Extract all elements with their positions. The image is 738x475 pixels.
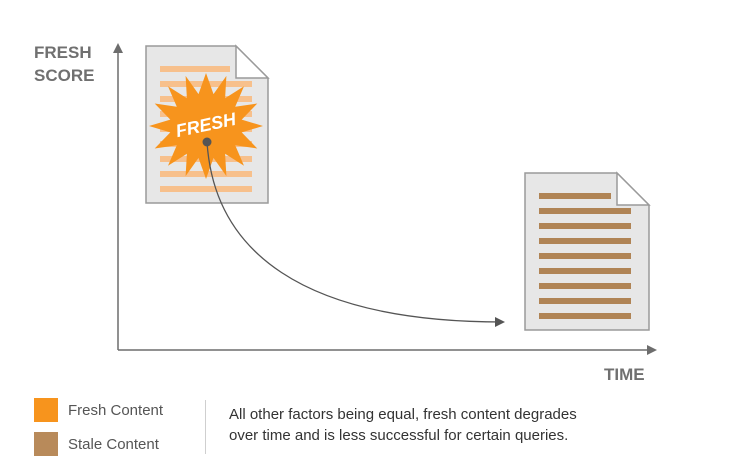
legend-item-fresh: Fresh Content xyxy=(34,398,204,422)
x-axis-label: TIME xyxy=(604,365,645,384)
fresh-starburst-icon xyxy=(149,73,263,179)
fresh-document-icon: FRESH xyxy=(145,44,270,204)
caption-line-1: All other factors being equal, fresh con… xyxy=(229,406,577,423)
legend-label-stale: Stale Content xyxy=(68,435,159,453)
caption: All other factors being equal, fresh con… xyxy=(229,404,709,446)
diagram-svg: FRESH SCORE TIME FRESH xyxy=(34,43,657,384)
legend-label-fresh: Fresh Content xyxy=(68,401,164,419)
y-axis-label-line2: SCORE xyxy=(34,66,94,85)
stale-document-icon xyxy=(524,171,651,331)
fresh-swatch xyxy=(34,398,58,422)
legend-item-stale: Stale Content xyxy=(34,432,204,456)
fresh-badge: FRESH xyxy=(149,73,263,179)
stale-document-lines xyxy=(539,193,631,319)
caption-line-2: over time and is less successful for cer… xyxy=(229,427,569,444)
decay-curve xyxy=(206,141,505,327)
stale-swatch xyxy=(34,432,58,456)
legend-divider xyxy=(205,400,206,454)
y-axis-label-line1: FRESH xyxy=(34,43,92,62)
legend: Fresh Content Stale Content xyxy=(34,398,204,466)
